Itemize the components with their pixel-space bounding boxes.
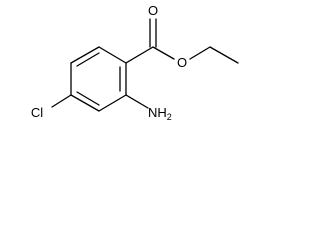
carbonyl-oxygen-label: O <box>148 3 158 18</box>
bond-ch2-to-ch3 <box>209 46 239 64</box>
ring-double-bond-inner-bottom <box>76 91 100 106</box>
chemical-structure: O O Cl NH2 <box>31 3 239 122</box>
chlorine-label: Cl <box>31 105 43 120</box>
bond-ring-to-carbonyl-carbon <box>125 46 154 64</box>
bond-ring-to-nitrogen <box>125 94 149 109</box>
amine-label: NH2 <box>148 105 172 122</box>
ring-bond-c5-c6 <box>98 94 127 112</box>
ring-bond-c1-c2 <box>98 46 127 64</box>
ring-bond-c4-c5 <box>70 94 100 112</box>
bond-ester-oxygen-to-ch2 <box>189 46 211 60</box>
chloro-substituent <box>51 94 72 108</box>
amine-substituent <box>125 94 149 109</box>
ring-bond-c2-c3 <box>70 46 100 64</box>
bond-ring-to-chlorine <box>51 94 72 108</box>
ring-double-bond-inner-top <box>76 52 100 67</box>
benzene-ring <box>70 46 127 112</box>
bond-carbonyl-carbon-to-ester-oxygen <box>152 46 175 60</box>
amine-nh-text: NH <box>148 105 167 120</box>
amine-subscript-text: 2 <box>167 112 172 122</box>
ester-oxygen-label: O <box>177 55 187 70</box>
ester-group <box>125 18 239 64</box>
